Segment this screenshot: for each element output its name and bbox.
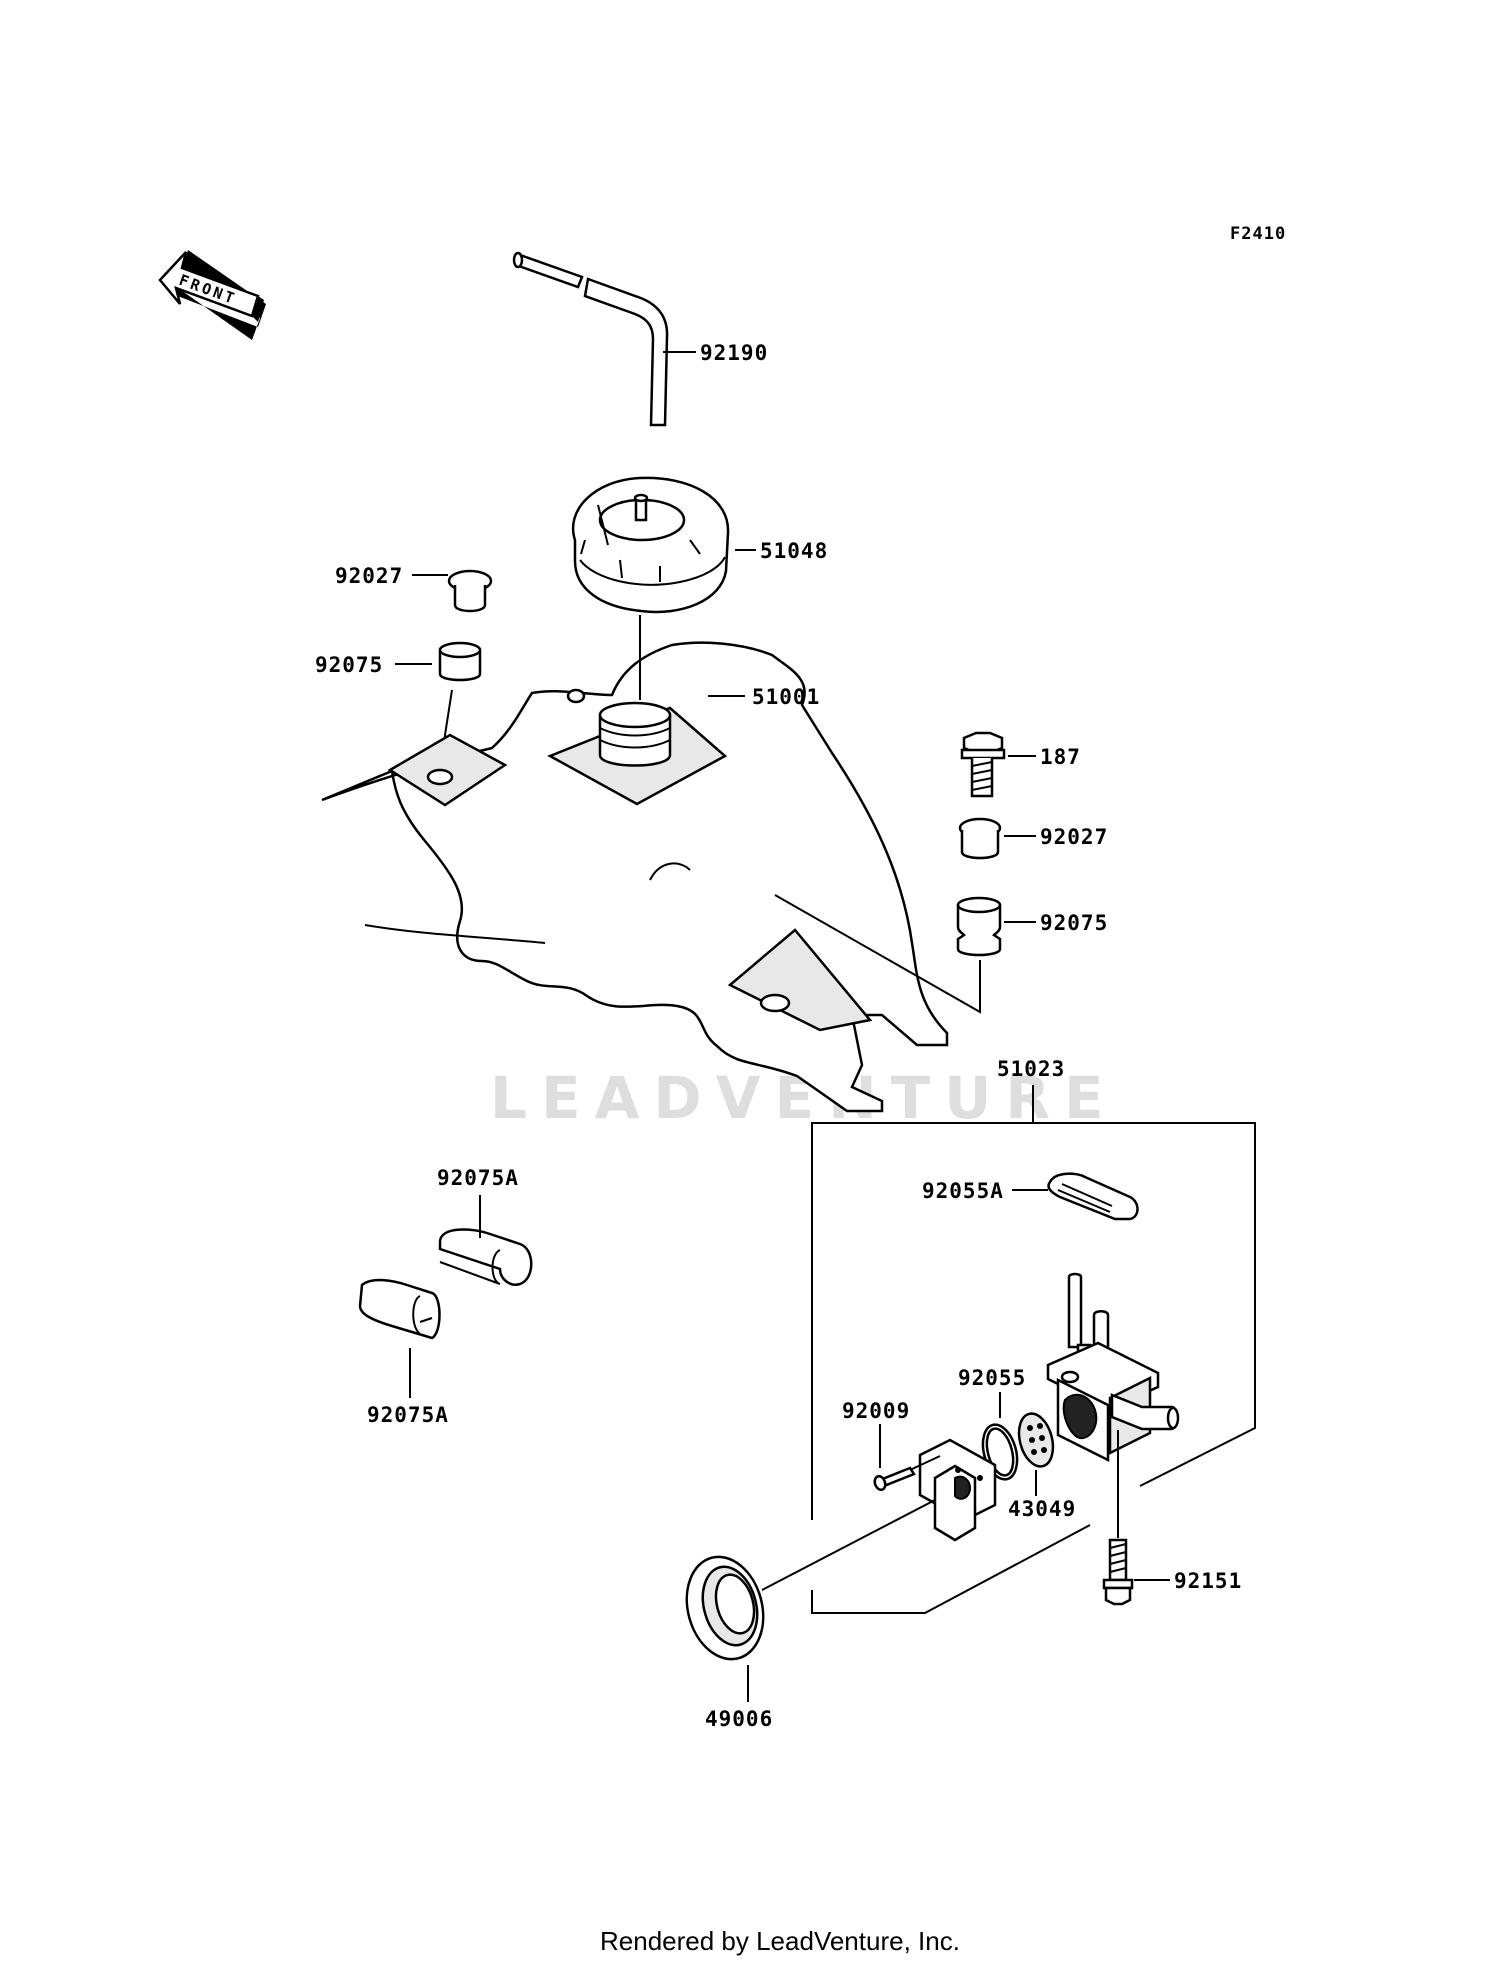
label-92075A-top: 92075A [437, 1166, 519, 1190]
grommet-92075-left [395, 641, 482, 781]
fuel-cock-lever [918, 1438, 997, 1542]
figure-code: F2410 [1230, 224, 1286, 244]
screw-92009 [873, 1424, 941, 1492]
grommet-92075-right [956, 896, 1036, 957]
label-92027-left: 92027 [335, 564, 403, 588]
bushing-92075A-top [438, 1195, 533, 1286]
collar-92027-right [958, 817, 1036, 860]
breather-hose-92190 [512, 251, 696, 427]
fuel-cock-body [1046, 1272, 1180, 1538]
label-51023: 51023 [997, 1057, 1065, 1081]
gasket-ring-49006 [685, 1499, 936, 1702]
footer-credit: Rendered by LeadVenture, Inc. [600, 1926, 960, 1956]
label-92055A: 92055A [922, 1179, 1004, 1203]
fuel-tank-51001 [321, 615, 981, 1113]
filter-screen-43049 [1017, 1412, 1055, 1496]
label-49006: 49006 [705, 1707, 773, 1731]
front-arrow-icon: FRONT [158, 250, 266, 340]
fuel-cap-51048 [571, 476, 756, 614]
label-92027-right: 92027 [1040, 825, 1108, 849]
label-92055: 92055 [958, 1366, 1026, 1390]
label-92009: 92009 [842, 1399, 910, 1423]
gasket-92055A [1012, 1172, 1139, 1221]
label-92190: 92190 [700, 341, 768, 365]
bushing-92075A-bottom [358, 1278, 441, 1398]
label-92075-right: 92075 [1040, 911, 1108, 935]
collar-92027-left [412, 569, 493, 613]
fuel-cock-assembly-51023-frame [811, 1085, 1256, 1614]
label-92151: 92151 [1174, 1569, 1242, 1593]
bolt-92151 [1102, 1538, 1170, 1606]
label-92075A-bottom: 92075A [367, 1403, 449, 1427]
label-43049: 43049 [1008, 1497, 1076, 1521]
label-92075-left: 92075 [315, 653, 383, 677]
label-51048: 51048 [760, 539, 828, 563]
label-187: 187 [1040, 745, 1081, 769]
bolt-187 [960, 731, 1036, 798]
label-51001: 51001 [752, 685, 820, 709]
